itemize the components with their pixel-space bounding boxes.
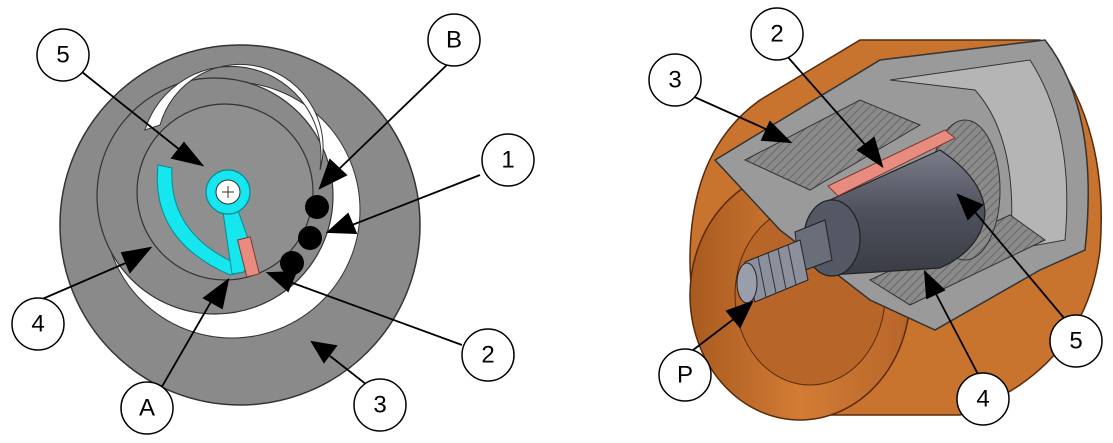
- ball-1: [305, 195, 329, 219]
- callout-left-B: B: [427, 13, 481, 67]
- shaft-tip-P: [736, 262, 758, 304]
- rotor-cylinder-part-5: [829, 149, 986, 276]
- svg-text:4: 4: [976, 386, 989, 413]
- left-view: 5 B 1 4 2 A 3: [11, 13, 535, 435]
- svg-text:B: B: [446, 27, 462, 54]
- callout-left-4: 4: [11, 297, 65, 351]
- callout-right-4: 4: [956, 372, 1010, 426]
- right-leaders: [679, 54, 1065, 379]
- right-view: 2 3 5 4 P: [648, 7, 1103, 426]
- callout-left-5: 5: [36, 28, 90, 82]
- callout-right-P: P: [658, 348, 712, 402]
- svg-text:4: 4: [31, 311, 44, 338]
- svg-text:5: 5: [56, 42, 69, 69]
- inner-groove: [144, 63, 324, 171]
- pink-pad-part-2: [236, 236, 260, 278]
- svg-text:3: 3: [373, 392, 386, 419]
- svg-text:5: 5: [1069, 328, 1082, 355]
- callout-right-2: 2: [750, 7, 804, 61]
- callout-right-5: 5: [1049, 314, 1103, 368]
- callout-left-A: A: [120, 381, 174, 435]
- shaft-threads: [757, 244, 797, 298]
- svg-text:P: P: [677, 362, 693, 389]
- pink-strip-part-2: [827, 129, 956, 197]
- svg-text:1: 1: [501, 147, 514, 174]
- svg-text:3: 3: [668, 67, 681, 94]
- callout-right-3: 3: [648, 53, 702, 107]
- magnet-upper: [743, 99, 922, 191]
- callout-left-2: 2: [461, 328, 515, 382]
- svg-text:2: 2: [481, 342, 494, 369]
- left-leaders: [39, 59, 481, 393]
- callout-left-3: 3: [353, 378, 407, 432]
- svg-text:2: 2: [770, 21, 783, 48]
- ball-3: [280, 251, 304, 275]
- ball-2: [298, 226, 322, 250]
- svg-text:A: A: [139, 395, 155, 422]
- housing-inner-wall: [889, 59, 1068, 251]
- callout-left-1: 1: [481, 133, 535, 187]
